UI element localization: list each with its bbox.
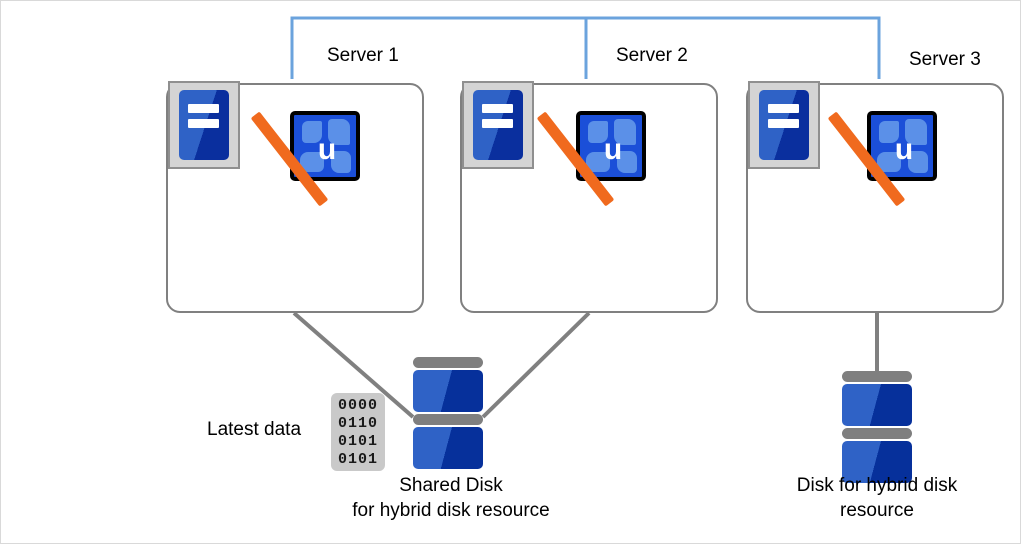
disk-drum [842, 441, 912, 483]
server-box-3 [746, 83, 1004, 313]
cluster-node-blob [300, 152, 324, 172]
server-tower-slot-1 [767, 104, 799, 114]
disk-drum [842, 384, 912, 426]
cluster-node-blob [877, 152, 901, 172]
binary-row: 0101 [337, 451, 378, 468]
cluster-node-blob [908, 151, 928, 173]
cluster-icon-glyph: u [317, 133, 337, 166]
cluster-icon-square: u [290, 111, 360, 181]
shared-disk-icon [413, 357, 483, 471]
server-tower-slot-2 [767, 118, 799, 128]
disk-plate [413, 357, 483, 368]
binary-row: 0101 [337, 433, 378, 450]
server-tower-body [179, 90, 229, 160]
cluster-node-blob [614, 119, 636, 145]
binary-row: 0110 [337, 415, 378, 432]
disk-drum [413, 427, 483, 469]
hybrid-disk-caption: Disk for hybrid disk resource [796, 475, 958, 521]
cluster-node-blob [586, 152, 610, 172]
server-tower-slot-1 [481, 104, 513, 114]
disk-drum [413, 370, 483, 412]
cluster-node-blob [879, 121, 899, 143]
cluster-node-blob [302, 121, 322, 143]
cluster-icon-glyph: u [603, 133, 623, 166]
binary-data-icon: 0000 0110 0101 0101 [331, 393, 385, 471]
disk-plate [842, 428, 912, 439]
connector-server2-to-shared-disk [481, 311, 591, 419]
server-label-2: Server 2 [616, 45, 688, 66]
disk-plate [413, 414, 483, 425]
server-label-3: Server 3 [909, 49, 981, 70]
cluster-node-blob [617, 151, 637, 173]
cluster-icon-glyph: u [894, 133, 914, 166]
cluster-service-stopped-icon: u [250, 111, 360, 207]
cluster-node-blob [328, 119, 350, 145]
server-tower-slot-2 [187, 118, 219, 128]
server-label-1: Server 1 [327, 45, 399, 66]
server-tower-icon [748, 81, 820, 169]
connector-server1-to-shared-disk [292, 311, 415, 419]
cluster-icon-square: u [867, 111, 937, 181]
server-tower-icon [462, 81, 534, 169]
cluster-service-stopped-icon: u [536, 111, 646, 207]
cluster-node-blob [331, 151, 351, 173]
server-tower-body [473, 90, 523, 160]
hybrid-disk-icon [842, 371, 912, 485]
cluster-node-blob [905, 119, 927, 145]
server-box-2 [460, 83, 718, 313]
server-tower-body [759, 90, 809, 160]
cluster-node-blob [588, 121, 608, 143]
binary-row: 0000 [337, 397, 378, 414]
server-tower-icon [168, 81, 240, 169]
server-tower-slot-1 [187, 104, 219, 114]
server-tower-slot-2 [481, 118, 513, 128]
server-box-1 [166, 83, 424, 313]
cluster-service-stopped-icon: u [827, 111, 937, 207]
disk-plate [842, 371, 912, 382]
shared-disk-caption: Shared Disk for hybrid disk resource [352, 475, 550, 521]
latest-data-label: Latest data [207, 419, 302, 440]
